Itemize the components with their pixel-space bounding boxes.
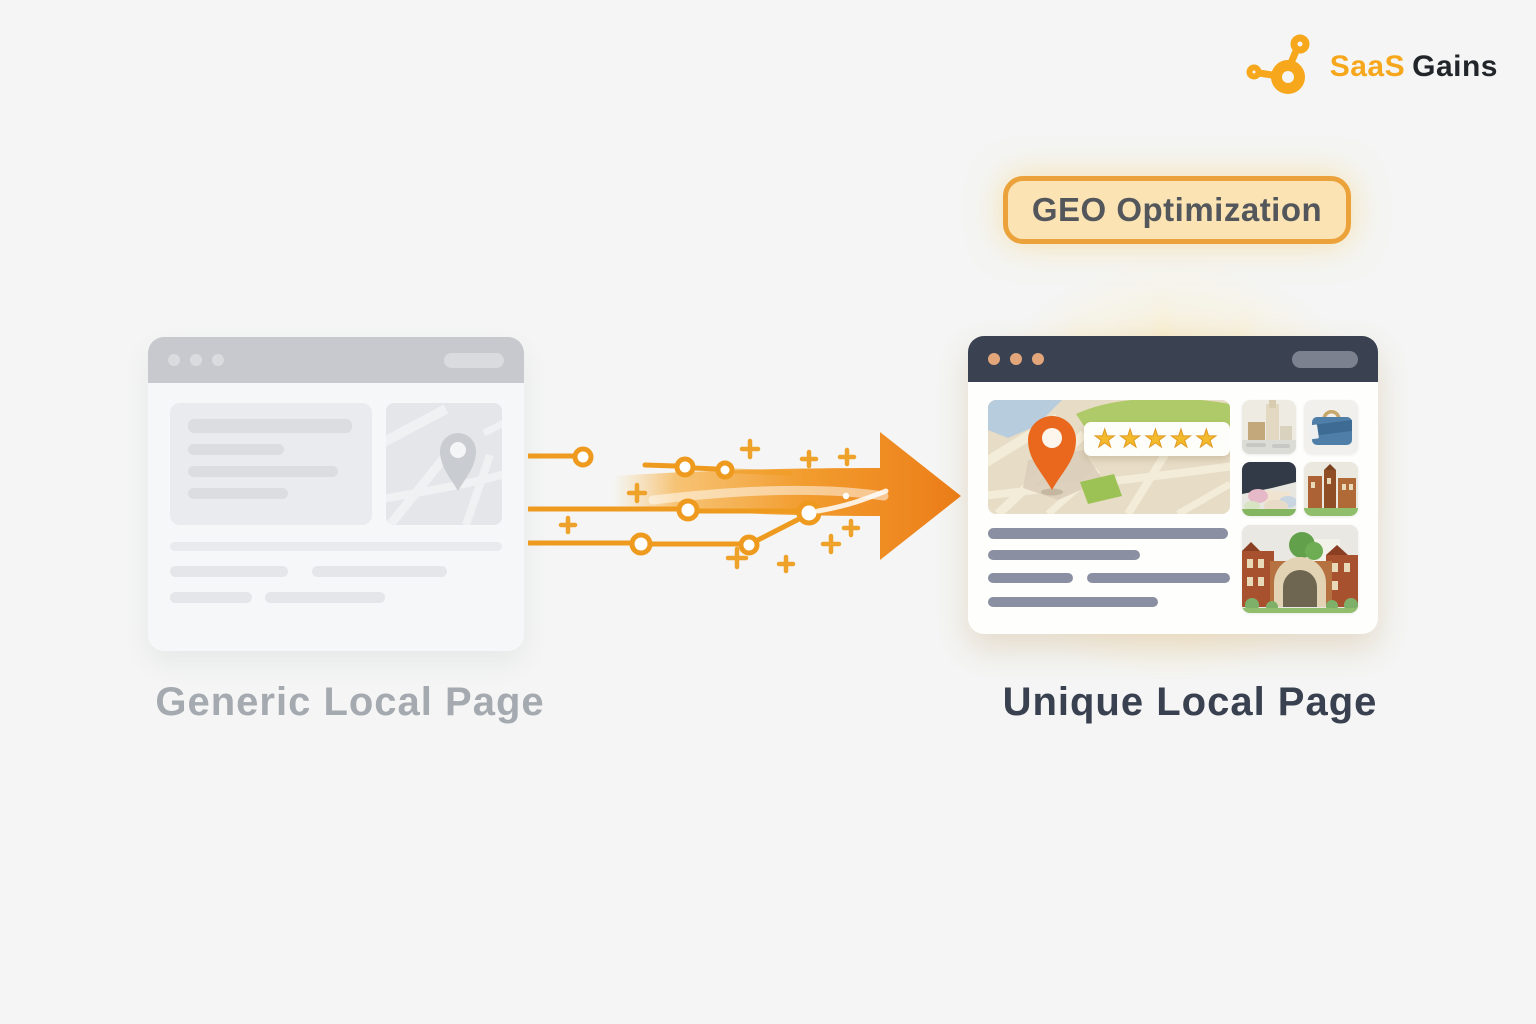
map-park — [1080, 474, 1122, 504]
skeleton-line — [1087, 573, 1230, 583]
map-water — [988, 400, 1062, 438]
skeleton-line — [170, 566, 288, 577]
location-pin-icon — [1028, 416, 1076, 490]
circuit-nodes — [572, 446, 822, 556]
skeleton-line — [188, 488, 288, 499]
skeleton-line — [988, 597, 1158, 607]
generic-window-titlebar — [148, 337, 524, 383]
skeleton-line — [988, 528, 1228, 539]
brand-name-primary: SaaS — [1329, 50, 1406, 83]
unique-page-window: ★★★★★ — [968, 336, 1378, 634]
circuit-curve — [815, 488, 889, 514]
window-dot — [212, 354, 224, 366]
arrow-shape — [613, 432, 961, 560]
star-icons: ★★★★★ — [1093, 424, 1221, 453]
generic-window-body — [148, 383, 524, 603]
window-address-pill — [444, 352, 504, 368]
skeleton-line — [988, 550, 1140, 560]
skeleton-line — [188, 419, 352, 433]
unique-window-titlebar — [968, 336, 1378, 382]
skeleton-line — [188, 466, 338, 477]
unique-page-label: Unique Local Page — [1002, 680, 1378, 724]
thumbnail-city-building — [1242, 400, 1296, 454]
generic-map-thumbnail — [385, 403, 502, 525]
skeleton-line — [988, 573, 1074, 583]
window-dot — [190, 354, 202, 366]
photo-thumbnail-grid — [1242, 400, 1358, 516]
thumbnail-arch-building — [1242, 525, 1358, 613]
sparkle-plus-icons — [558, 438, 861, 574]
skeleton-line — [170, 592, 252, 603]
thumbnail-market-stall — [1242, 462, 1296, 516]
circuit-traces — [528, 453, 804, 547]
window-dot — [1032, 353, 1044, 365]
thumbnail-brick-buildings — [1304, 462, 1358, 516]
geo-optimization-badge: GEO Optimization — [1003, 176, 1351, 244]
map-pin-icon — [439, 433, 476, 491]
window-address-pill — [1292, 350, 1358, 368]
unique-window-body: ★★★★★ — [968, 382, 1378, 613]
generic-lines-block — [170, 542, 502, 603]
thumbnail-blue-bag — [1304, 400, 1358, 454]
skeleton-line — [312, 566, 447, 577]
window-dot — [168, 354, 180, 366]
unique-lines-block — [988, 528, 1230, 607]
generic-page-label: Generic Local Page — [155, 680, 545, 724]
skeleton-line — [170, 542, 502, 551]
saasgains-logo-icon — [1246, 34, 1310, 94]
generic-text-card — [170, 403, 372, 525]
window-dot — [1010, 353, 1022, 365]
rating-card: ★★★★★ — [1084, 422, 1230, 456]
generic-page-window — [148, 337, 524, 651]
brand-name-secondary: Gains — [1412, 50, 1498, 83]
local-map-illustration: ★★★★★ — [988, 400, 1230, 514]
transformation-arrow — [528, 432, 961, 574]
arrow-highlight — [648, 485, 889, 505]
circuit-dot — [842, 492, 850, 500]
skeleton-line — [265, 592, 385, 603]
window-dot — [988, 353, 1000, 365]
skeleton-line — [188, 444, 284, 455]
